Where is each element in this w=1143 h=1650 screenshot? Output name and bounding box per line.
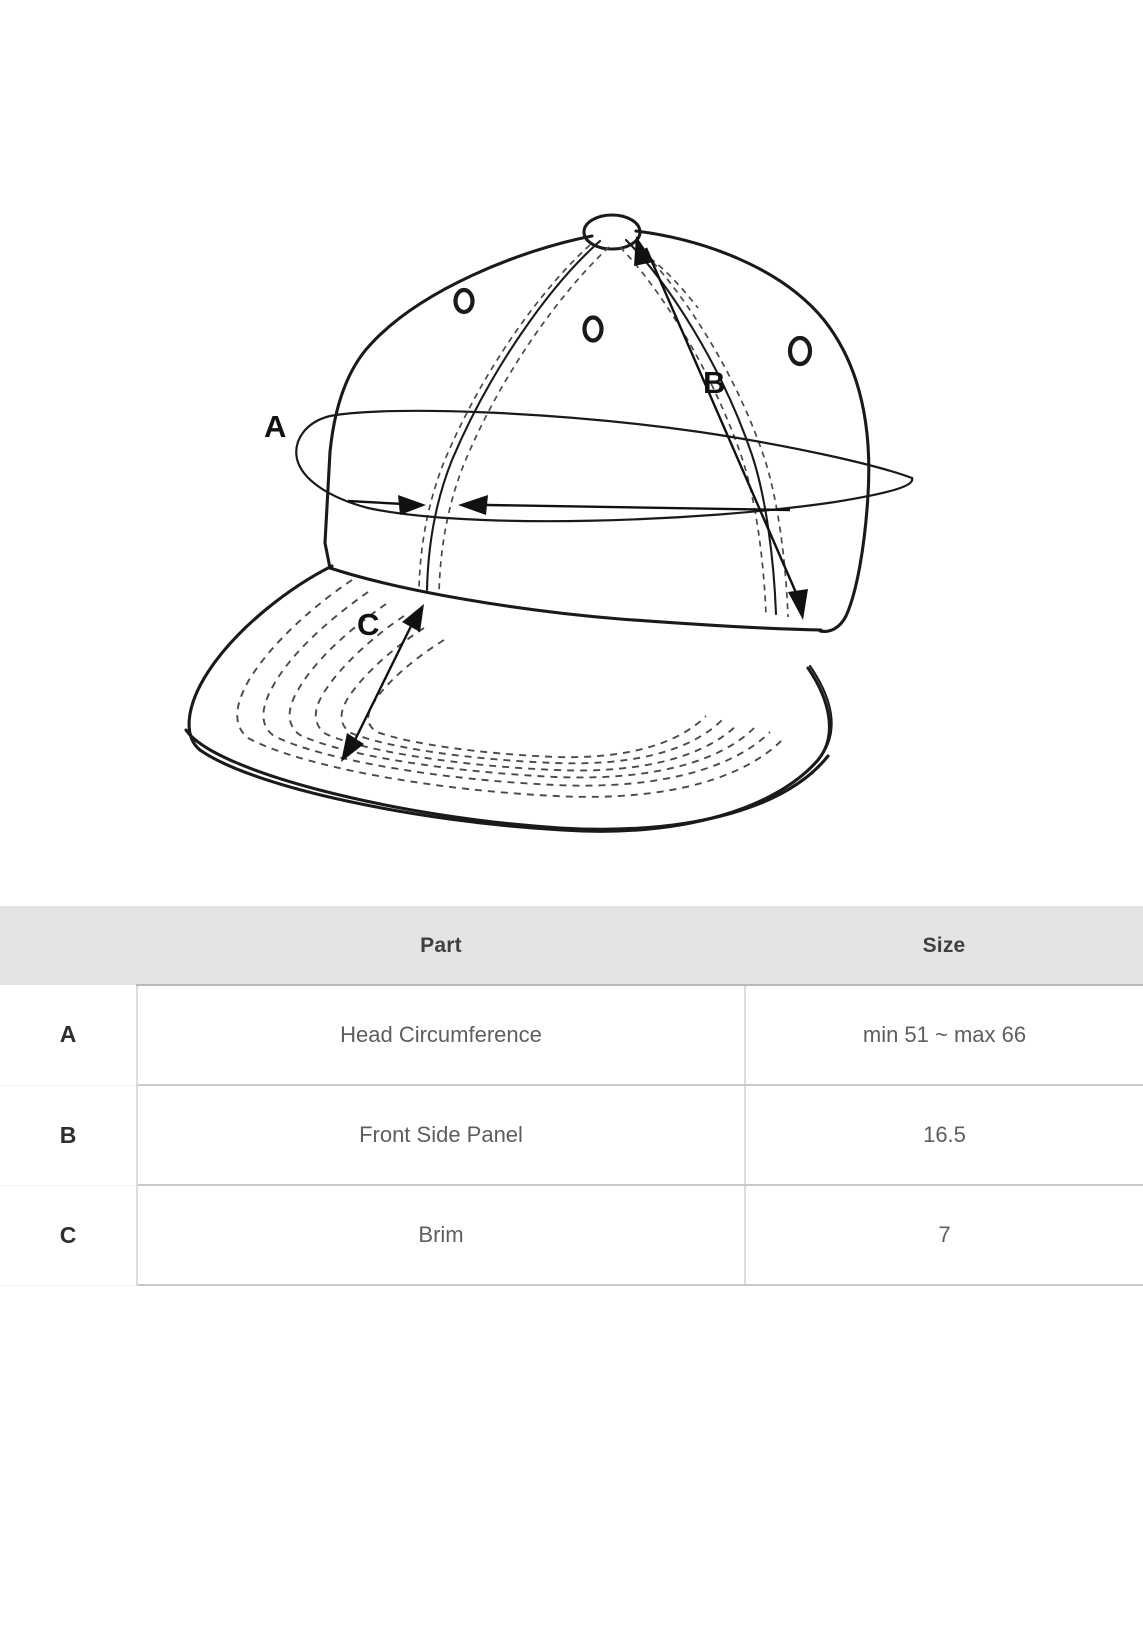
row-size: 16.5 (745, 1085, 1143, 1186)
panel-seam-left-stitch-outer (418, 244, 591, 590)
dim-c-bottom-arrowhead (341, 733, 364, 762)
eyelet-center-icon (582, 315, 604, 343)
dim-b-top-arrowhead (634, 236, 654, 266)
header-key (0, 906, 137, 985)
apex-stitch-detail (649, 257, 699, 309)
table-row: C Brim 7 (0, 1185, 1143, 1286)
dim-c-top-arrowhead (402, 604, 424, 632)
dim-a-left-arrow-line (347, 499, 405, 506)
size-table: Part Size A Head Circumference min 51 ~ … (0, 906, 1143, 1286)
table-row: A Head Circumference min 51 ~ max 66 (0, 985, 1143, 1086)
row-key: B (0, 1085, 138, 1186)
brim-stitch-1 (236, 579, 785, 798)
dim-a-right-arrow-line (486, 503, 791, 512)
brim-stitch-3 (288, 603, 755, 779)
eyelet-right-icon (787, 335, 813, 367)
cap-diagram-svg: A B C (184, 213, 914, 833)
brim-top-outline (187, 564, 334, 752)
crown-left-outline (323, 234, 594, 570)
dim-c-line (351, 619, 416, 745)
panel-seam-right-stitch-outer (619, 246, 767, 616)
brim-stitch-5 (340, 627, 723, 765)
row-part: Brim (137, 1185, 746, 1286)
size-table-head: Part Size (0, 906, 1143, 986)
dim-a-left-arrowhead (398, 495, 426, 515)
row-key: A (0, 985, 138, 1086)
brim-rear-edge (808, 664, 833, 750)
header-part: Part (137, 906, 745, 986)
cap-diagram: A B C (184, 213, 914, 833)
eyelet-left-icon (453, 287, 475, 315)
dim-b-line (644, 247, 799, 596)
head-circumference-ring-front (328, 409, 914, 480)
crown-fill (322, 235, 872, 625)
brim-stitch-6 (367, 639, 707, 759)
head-circumference-ring-bottom (366, 476, 914, 523)
panel-seam-left (425, 239, 602, 592)
panel-seam-left-stitch-inner (438, 246, 610, 595)
size-table-body: A Head Circumference min 51 ~ max 66 B F… (0, 985, 1143, 1286)
brim-stitch-4 (314, 615, 739, 772)
crown-bottom-edge (328, 566, 823, 632)
dim-label-a: A (264, 409, 286, 444)
panel-seam-right (624, 238, 778, 616)
dim-a-right-arrowhead (458, 495, 488, 515)
row-part: Front Side Panel (137, 1085, 746, 1186)
crown-right-outline (634, 229, 871, 633)
row-size: min 51 ~ max 66 (745, 985, 1143, 1086)
head-circumference-ring-left (295, 414, 370, 510)
dim-b-bottom-arrowhead (788, 589, 808, 620)
row-size: 7 (745, 1185, 1143, 1286)
panel-seam-right-stitch-inner (637, 245, 789, 618)
header-size: Size (745, 906, 1143, 986)
brim-under-edge (184, 728, 830, 831)
dim-label-b: B (703, 365, 725, 400)
table-header-row: Part Size (0, 906, 1143, 986)
dim-label-c: C (357, 607, 379, 642)
row-key: C (0, 1185, 138, 1286)
table-row: B Front Side Panel 16.5 (0, 1085, 1143, 1186)
row-part: Head Circumference (137, 985, 746, 1086)
